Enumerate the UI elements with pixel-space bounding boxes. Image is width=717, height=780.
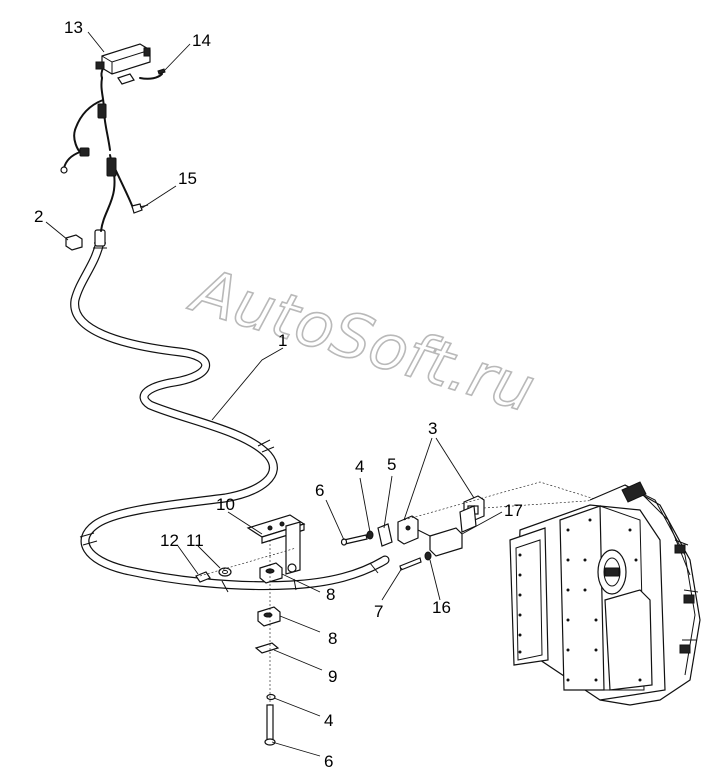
bracket-5 bbox=[377, 523, 393, 547]
connector-upper bbox=[97, 103, 107, 119]
connector-lower bbox=[106, 157, 117, 177]
washer-4-upper bbox=[366, 530, 374, 540]
callout-6-upper: 6 bbox=[315, 481, 324, 500]
nut-12 bbox=[195, 571, 211, 583]
callout-15: 15 bbox=[178, 169, 197, 188]
callout-3: 3 bbox=[428, 419, 437, 438]
callout-4-upper: 4 bbox=[355, 457, 364, 476]
screw-14 bbox=[157, 68, 166, 75]
clamp-8-upper bbox=[259, 562, 283, 584]
connector-side bbox=[79, 147, 90, 157]
callout-1: 1 bbox=[278, 331, 287, 350]
bolt-6-upper bbox=[340, 534, 368, 546]
control-box bbox=[95, 43, 151, 75]
callout-10: 10 bbox=[216, 495, 235, 514]
cable-harness bbox=[70, 229, 390, 593]
callout-4-lower: 4 bbox=[324, 711, 333, 730]
watermark-text: AutoSoft.ru bbox=[181, 252, 543, 426]
clip-2 bbox=[65, 234, 83, 251]
callout-12: 12 bbox=[160, 531, 179, 550]
ring-terminal bbox=[60, 166, 68, 174]
holder-3-left bbox=[397, 515, 419, 545]
plate-9 bbox=[254, 642, 280, 654]
callout-16: 16 bbox=[432, 598, 451, 617]
clamp-8-lower bbox=[257, 606, 281, 627]
callout-14: 14 bbox=[192, 31, 211, 50]
washer-16 bbox=[424, 551, 432, 561]
callout-5: 5 bbox=[387, 455, 396, 474]
bolt-7 bbox=[399, 557, 422, 571]
callout-17: 17 bbox=[504, 501, 523, 520]
bracket-10 bbox=[246, 514, 306, 575]
callout-8-upper: 8 bbox=[326, 585, 335, 604]
machine-housing bbox=[509, 481, 701, 706]
callout-8-lower: 8 bbox=[328, 629, 337, 648]
callout-11: 11 bbox=[186, 531, 204, 550]
washer-4-lower bbox=[266, 693, 276, 701]
callout-2: 2 bbox=[34, 207, 43, 226]
callout-13: 13 bbox=[64, 18, 83, 37]
plug-connector bbox=[117, 73, 135, 85]
washer-11 bbox=[218, 567, 232, 577]
callout-9: 9 bbox=[328, 667, 337, 686]
callout-6-lower: 6 bbox=[324, 752, 333, 771]
callout-7: 7 bbox=[374, 602, 383, 621]
bolt-6-lower bbox=[264, 704, 276, 746]
assembly-axis-horizontal bbox=[199, 547, 297, 577]
sensor-17 bbox=[417, 505, 477, 557]
assembly-axis-right bbox=[403, 481, 599, 521]
leader-lines bbox=[45, 31, 503, 757]
